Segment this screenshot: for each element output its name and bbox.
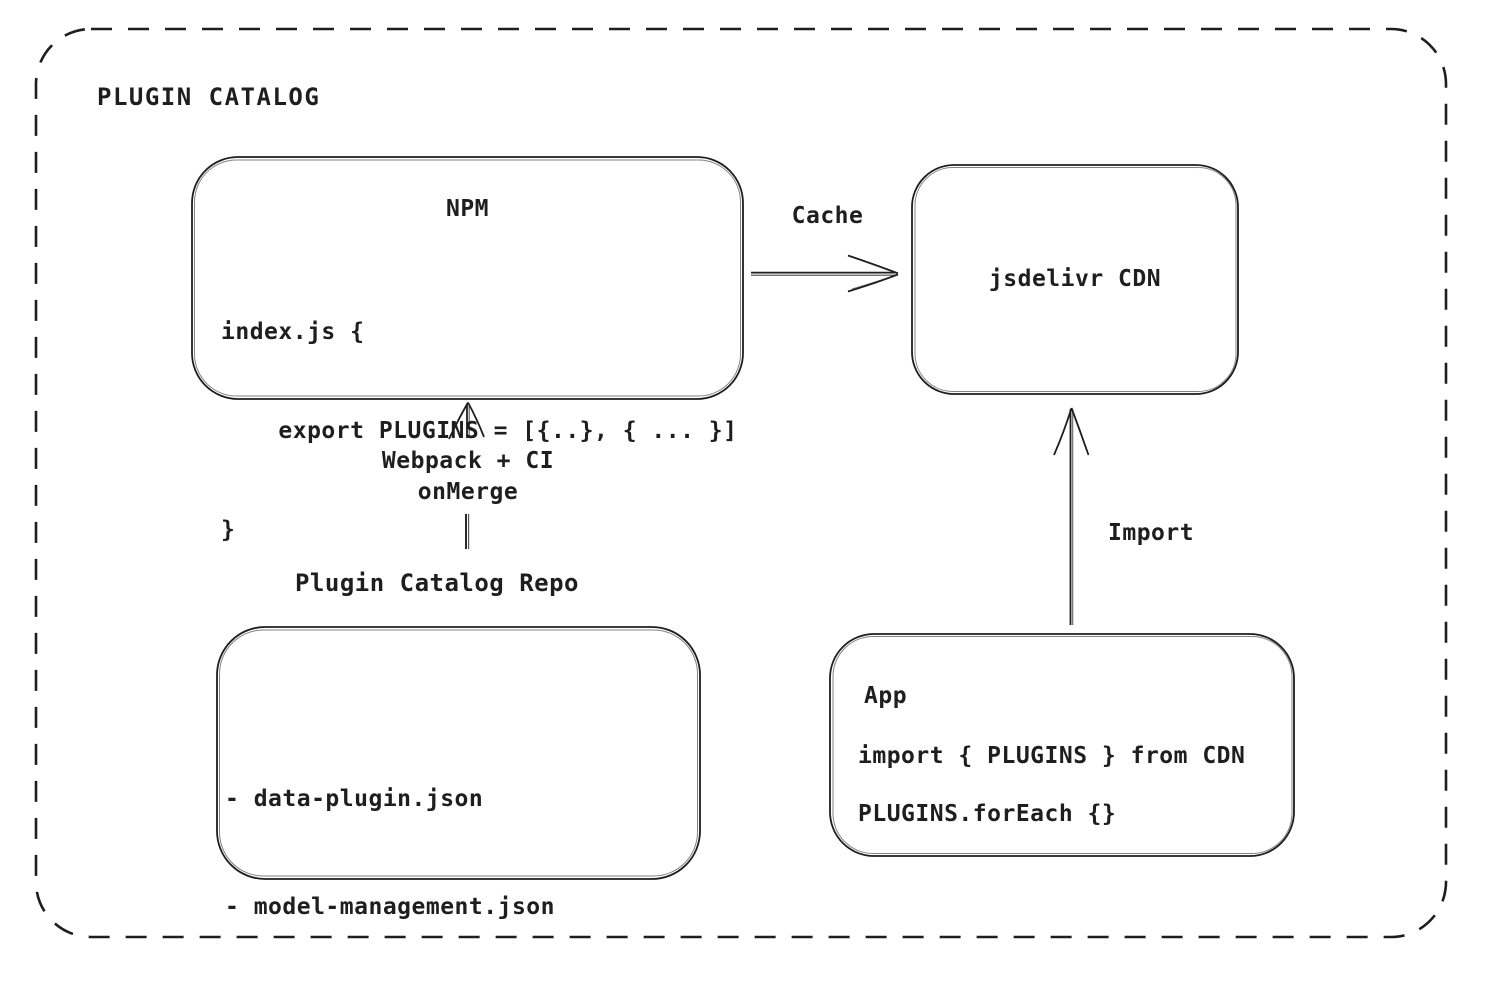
repo-node-title: Plugin Catalog Repo	[294, 569, 580, 597]
repo-node-border	[216, 626, 701, 880]
app-node-title: App	[864, 683, 908, 709]
npm-node: NPM index.js { export PLUGINS = [{..}, {…	[190, 155, 745, 543]
build-edge-label-line2: onMerge	[417, 479, 519, 505]
cdn-node: jsdelivr CDN	[910, 163, 1240, 396]
app-node-border	[829, 633, 1295, 857]
build-arrowhead	[448, 402, 485, 440]
app-code-line: PLUGINS.forEach {}	[858, 801, 1117, 827]
app-node: App import { PLUGINS } from CDN PLUGINS.…	[828, 632, 1296, 858]
npm-code-line: }	[221, 517, 236, 543]
import-edge-label: Import	[1108, 520, 1195, 546]
cache-arrow	[751, 254, 899, 293]
build-edge-label-line1: Webpack + CI	[381, 448, 555, 474]
npm-node-title: NPM	[445, 196, 490, 222]
npm-code-line: export PLUGINS = [{..}, { ... }]	[221, 418, 738, 444]
npm-code-block: index.js { export PLUGINS = [{..}, { ...…	[221, 250, 738, 613]
diagram-title: PLUGIN CATALOG	[97, 83, 321, 111]
import-arrow	[1053, 407, 1090, 625]
repo-file-item: - model-management.json	[225, 894, 555, 920]
repo-file-item: ...	[225, 997, 555, 1002]
repo-file-item: - data-plugin.json	[225, 786, 484, 812]
npm-code-line: index.js {	[221, 319, 365, 345]
cache-edge-label: Cache	[791, 203, 864, 229]
build-arrow-segment	[465, 514, 470, 549]
app-code-line: import { PLUGINS } from CDN	[858, 743, 1246, 769]
repo-file-list: - data-plugin.json - model-management.js…	[225, 709, 555, 1002]
cdn-node-border	[911, 164, 1239, 395]
npm-node-border	[191, 156, 744, 400]
cdn-node-label: jsdelivr CDN	[988, 266, 1162, 293]
repo-node: - data-plugin.json - model-management.js…	[215, 625, 702, 920]
